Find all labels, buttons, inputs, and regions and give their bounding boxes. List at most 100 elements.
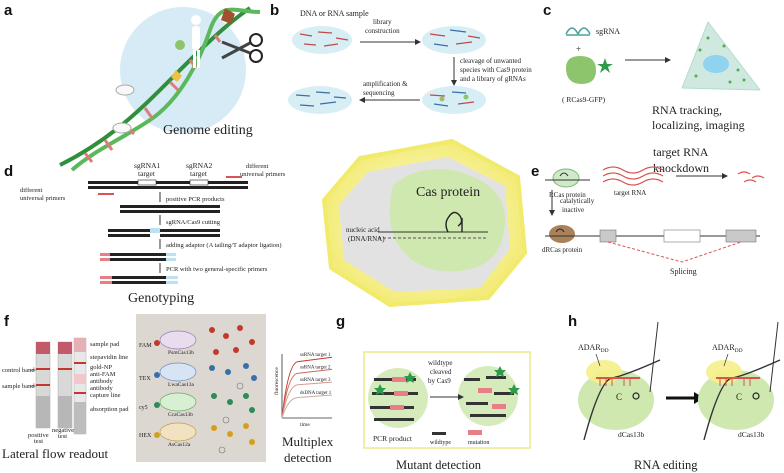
chart-series-label-2: ssRNA target 2 <box>300 365 331 370</box>
left-primers-l1: different <box>20 187 42 194</box>
negative-l2: test <box>58 433 67 440</box>
cleaved-rna <box>737 171 765 183</box>
enzyme-label-3: CcaCas13b <box>168 412 193 418</box>
f-label-anti-fam: anti-FAM <box>90 371 116 378</box>
d-step2: sgRNA/Cas9 cutting <box>166 219 221 226</box>
panel-c-caption-l2: localizing, imaging <box>652 118 745 132</box>
sgrna-icon <box>565 27 591 36</box>
panel-h: h C ADARDD dCas13b C ADARDD <box>568 313 781 472</box>
h-dcas-label-1: dCas13b <box>618 430 645 439</box>
enzyme-ascas12a <box>159 422 197 442</box>
reporter-cy5: cy5 <box>139 405 148 411</box>
h-pairs-2 <box>719 378 751 386</box>
enzyme-label-4: AsCas12a <box>168 442 191 448</box>
panel-c-letter: c <box>543 2 551 19</box>
h-dcas-label-2: dCas13b <box>738 430 765 439</box>
mouse-icon-2 <box>112 122 132 134</box>
panel-g-letter: g <box>336 313 345 330</box>
enzyme-label-1: PsmCas13b <box>168 350 194 356</box>
exon-1 <box>599 229 617 243</box>
chart-y-label: fluorescence <box>273 367 280 395</box>
center-panel: Cas protein nucleic acid (DNA/RNA) <box>321 138 528 308</box>
chart-series-label-4: dsDNA target 1 <box>300 391 332 396</box>
g-wt-l3: by Cas9 <box>428 377 451 385</box>
chart-series-label-3: ssRNA target 3 <box>300 378 331 383</box>
f-label-gold-np: gold-NP <box>90 364 112 371</box>
g-wt-l1: wildtype <box>428 359 453 367</box>
reporter-hex: HEX <box>139 433 152 439</box>
d-step1: positive PCR products <box>166 196 225 203</box>
chart-series-label-1: ssRNA target 1 <box>300 353 331 358</box>
enzyme-label-2: LwaCas13a <box>168 382 195 388</box>
target-rna-wave <box>602 166 664 186</box>
mouse-icon <box>115 84 135 96</box>
step2-l1: cleavage of unwanted <box>460 57 522 65</box>
h-pairs-1 <box>599 378 631 386</box>
step3-l1: amplification & <box>363 80 408 88</box>
panel-e: e target RNA knockdown RCas protein targ… <box>531 145 765 276</box>
d-step3: adding adaptor (A tailing/T adaptor liga… <box>166 242 282 249</box>
panel-a-letter: a <box>4 2 13 19</box>
f-label-stepavidin: stepavidin line <box>90 354 128 361</box>
legend-wt-label: wildtype <box>430 440 451 446</box>
panel-h-letter: h <box>568 313 577 330</box>
sgrna-label: sgRNA <box>596 27 620 36</box>
splice-lines <box>607 241 742 263</box>
reporters: FAM TEX cy5 HEX <box>139 343 152 439</box>
enzyme-lwacas13a <box>159 362 197 382</box>
nucleus <box>703 55 729 73</box>
g-dna-fragments-right <box>464 366 520 417</box>
control-band-label: control band <box>2 367 35 374</box>
sg2-l1: sgRNA2 <box>186 161 213 170</box>
panel-d-caption: Genotyping <box>128 291 194 306</box>
panel-a-caption: Genome editing <box>163 123 253 138</box>
enzyme-ccacas13b <box>159 392 197 412</box>
h-c-2: C <box>736 392 742 402</box>
f-label-antibody-2: antibody <box>90 385 113 392</box>
chart-series-line-3 <box>281 381 333 419</box>
enzyme-psmcas13b <box>159 330 197 350</box>
panel-a: a Geno <box>4 2 263 172</box>
sample-fragments <box>299 31 349 47</box>
dna-strand-1 <box>59 6 252 167</box>
chart-series-line-4 <box>281 394 333 419</box>
reporter-particles <box>209 325 257 454</box>
amplified-blob <box>288 86 352 114</box>
green-dot <box>175 40 185 50</box>
inactive-l1: catalytically <box>560 197 595 205</box>
multiplex-chart: fluorescence time ssRNA target 1 ssRNA ta… <box>273 353 333 428</box>
drcas-label: dRCas protein <box>542 246 583 254</box>
panel-g: g wildtype cleaved by Cas9 PCR product w… <box>336 313 531 472</box>
library-fragments <box>429 29 481 47</box>
right-primers-l2: universal primers <box>240 171 286 178</box>
step2-l2: species with Cas9 protein <box>460 66 532 74</box>
cas-enzymes: PsmCas13b LwaCas13a CcaCas13b AsCas12a <box>154 330 197 448</box>
cleaved-blob <box>422 86 486 114</box>
mp-caption-l2: detection <box>284 450 332 465</box>
bird-icon <box>221 8 235 24</box>
chart-x-label: time <box>300 422 310 428</box>
g-wt-l2: cleaved <box>430 368 452 376</box>
h-dcas-blob-2 <box>698 370 774 430</box>
panel-c-caption-l1: RNA tracking, <box>652 103 722 117</box>
step1-l1: library <box>373 18 392 26</box>
cleaved-fragments <box>429 91 475 107</box>
panel-f-letter: f <box>4 313 10 330</box>
rcas-protein <box>552 168 580 188</box>
f-label-antibody-1: antibody <box>90 378 113 385</box>
exon-2 <box>663 229 701 243</box>
plus-sign: + <box>576 44 581 54</box>
pcr-product-label: PCR product <box>373 434 413 443</box>
sg1-l2: target <box>138 169 156 178</box>
legend-wt-swatch <box>432 432 446 435</box>
right-primers-l1: different <box>246 163 268 170</box>
sample-label: DNA or RNA sample <box>300 9 369 18</box>
lateral-flow-strip-positive <box>35 341 51 429</box>
wheat-icon <box>171 70 182 82</box>
e-title-l1: target RNA <box>653 145 709 159</box>
f-label-capture: capture line <box>90 392 121 399</box>
g-dna-fragments-left <box>370 372 418 421</box>
scissors-icon <box>221 33 263 63</box>
human-figure <box>191 15 201 68</box>
